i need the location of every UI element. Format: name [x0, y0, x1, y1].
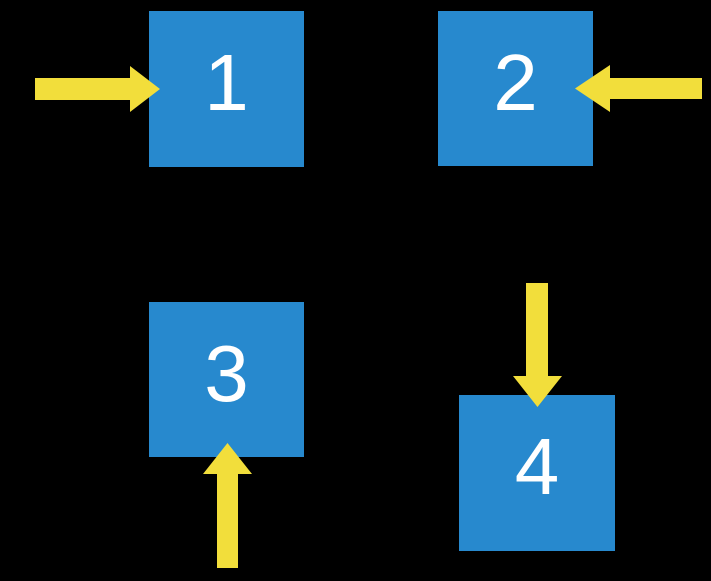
square-2: 2: [438, 11, 593, 166]
square-1-label: 1: [204, 38, 249, 127]
square-3: 3: [149, 302, 304, 457]
arrow-up-icon: [203, 443, 252, 568]
arrow-right-icon: [35, 66, 160, 112]
square-1: 1: [149, 11, 304, 167]
square-2-label: 2: [493, 37, 538, 127]
square-4: 4: [459, 395, 615, 551]
square-3-label: 3: [204, 328, 249, 418]
square-4-label: 4: [514, 422, 560, 511]
arrow-down-icon: [513, 283, 562, 407]
arrow-left-icon: [575, 65, 702, 112]
